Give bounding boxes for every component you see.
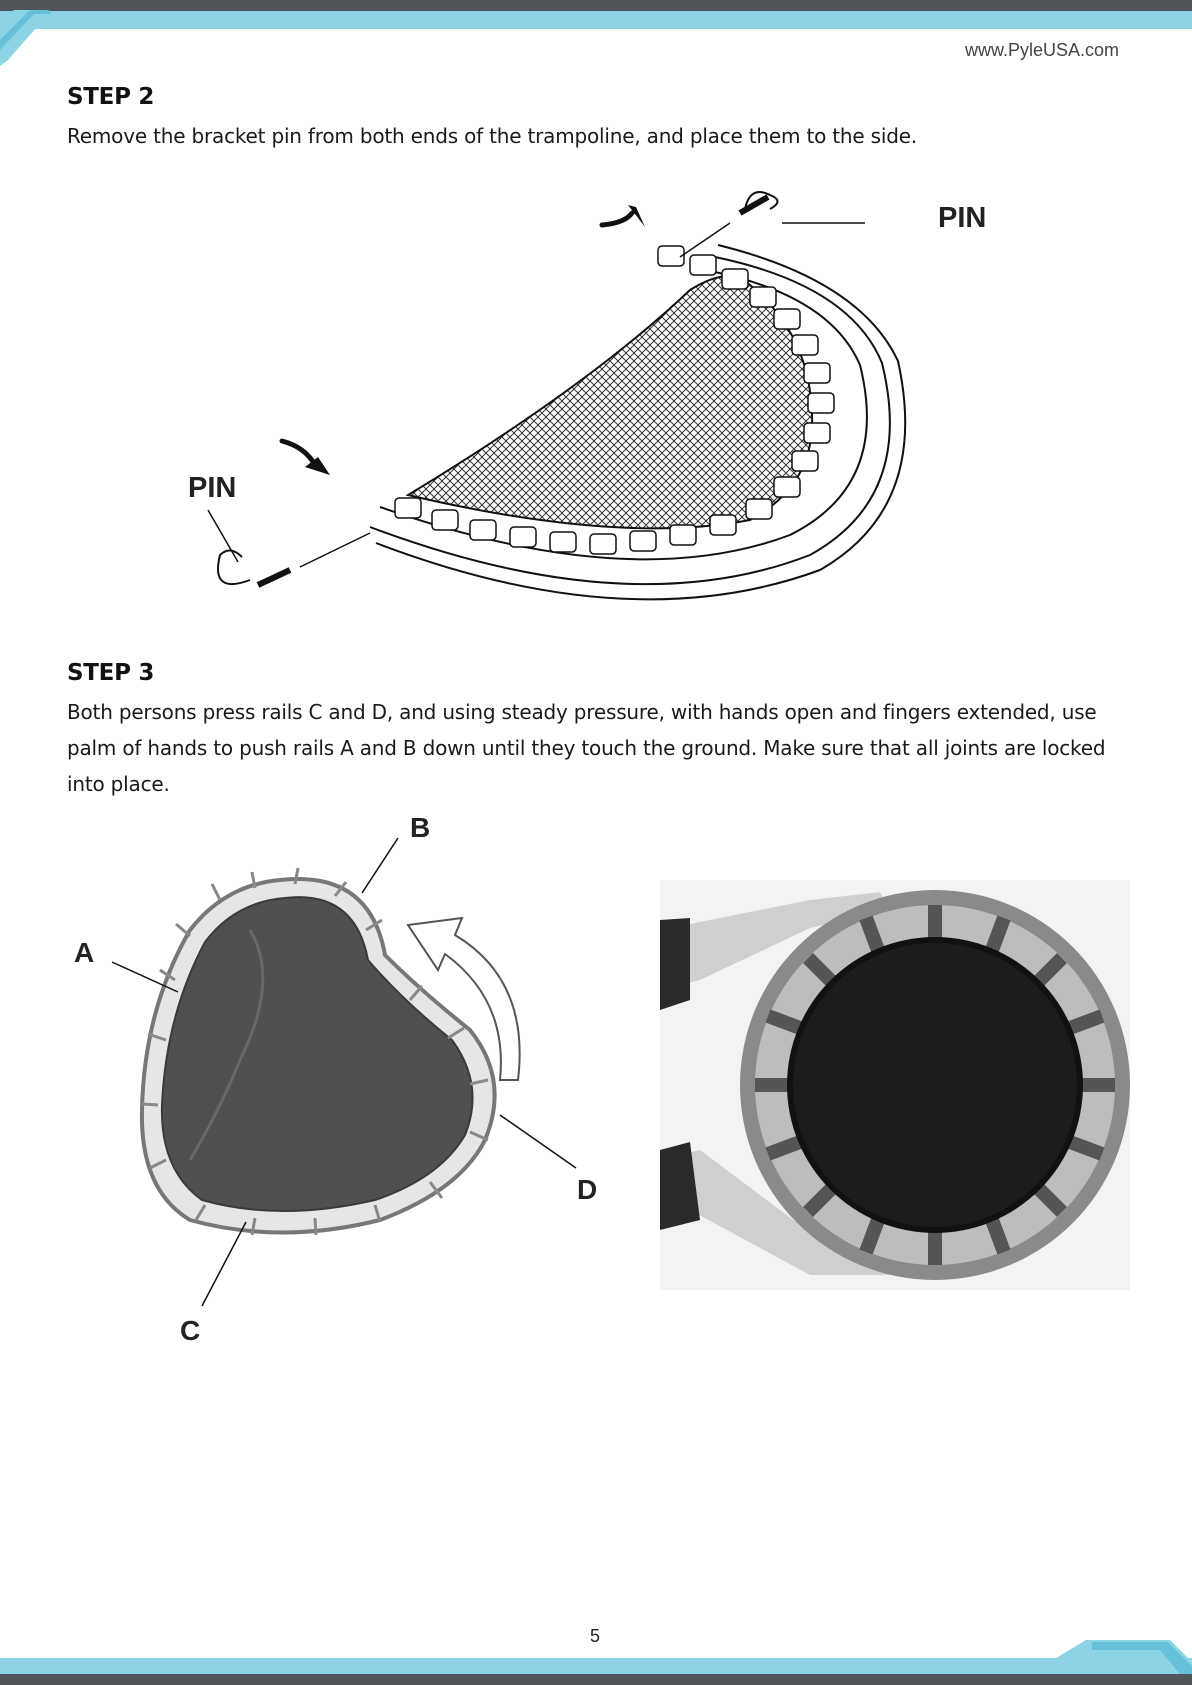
top-band [0, 0, 1192, 66]
step3-title: STEP 3 [67, 660, 155, 686]
round-trampoline-photo [660, 880, 1130, 1290]
step3-folded-trampoline-image [130, 860, 530, 1260]
website-url[interactable]: www.PyleUSA.com [965, 40, 1120, 60]
step3-photo [660, 880, 1130, 1290]
fold-arrow [400, 890, 530, 1090]
folded-trampoline-drawing [207, 191, 907, 601]
rail-label-a: A [74, 937, 95, 968]
rail-label-d: D [577, 1174, 598, 1205]
step3-instructions: Both persons press rails C and D, and us… [67, 700, 1106, 796]
rail-label-c: C [180, 1315, 201, 1346]
pin-label-bottom: PIN [188, 472, 237, 504]
step2-instructions: Remove the bracket pin from both ends of… [67, 124, 918, 148]
heart-trampoline-drawing [139, 867, 497, 1236]
bottom-band [0, 1630, 1192, 1685]
top-band-graphic [0, 0, 1192, 66]
bottom-band-graphic [0, 1640, 1192, 1685]
curved-arrow-icon [406, 916, 521, 1081]
step2-title: STEP 2 [67, 84, 155, 110]
pin-label-top: PIN [938, 202, 987, 234]
rail-label-b: B [410, 812, 431, 843]
step2-illustration [170, 185, 1050, 615]
page-number: 5 [590, 1626, 601, 1646]
